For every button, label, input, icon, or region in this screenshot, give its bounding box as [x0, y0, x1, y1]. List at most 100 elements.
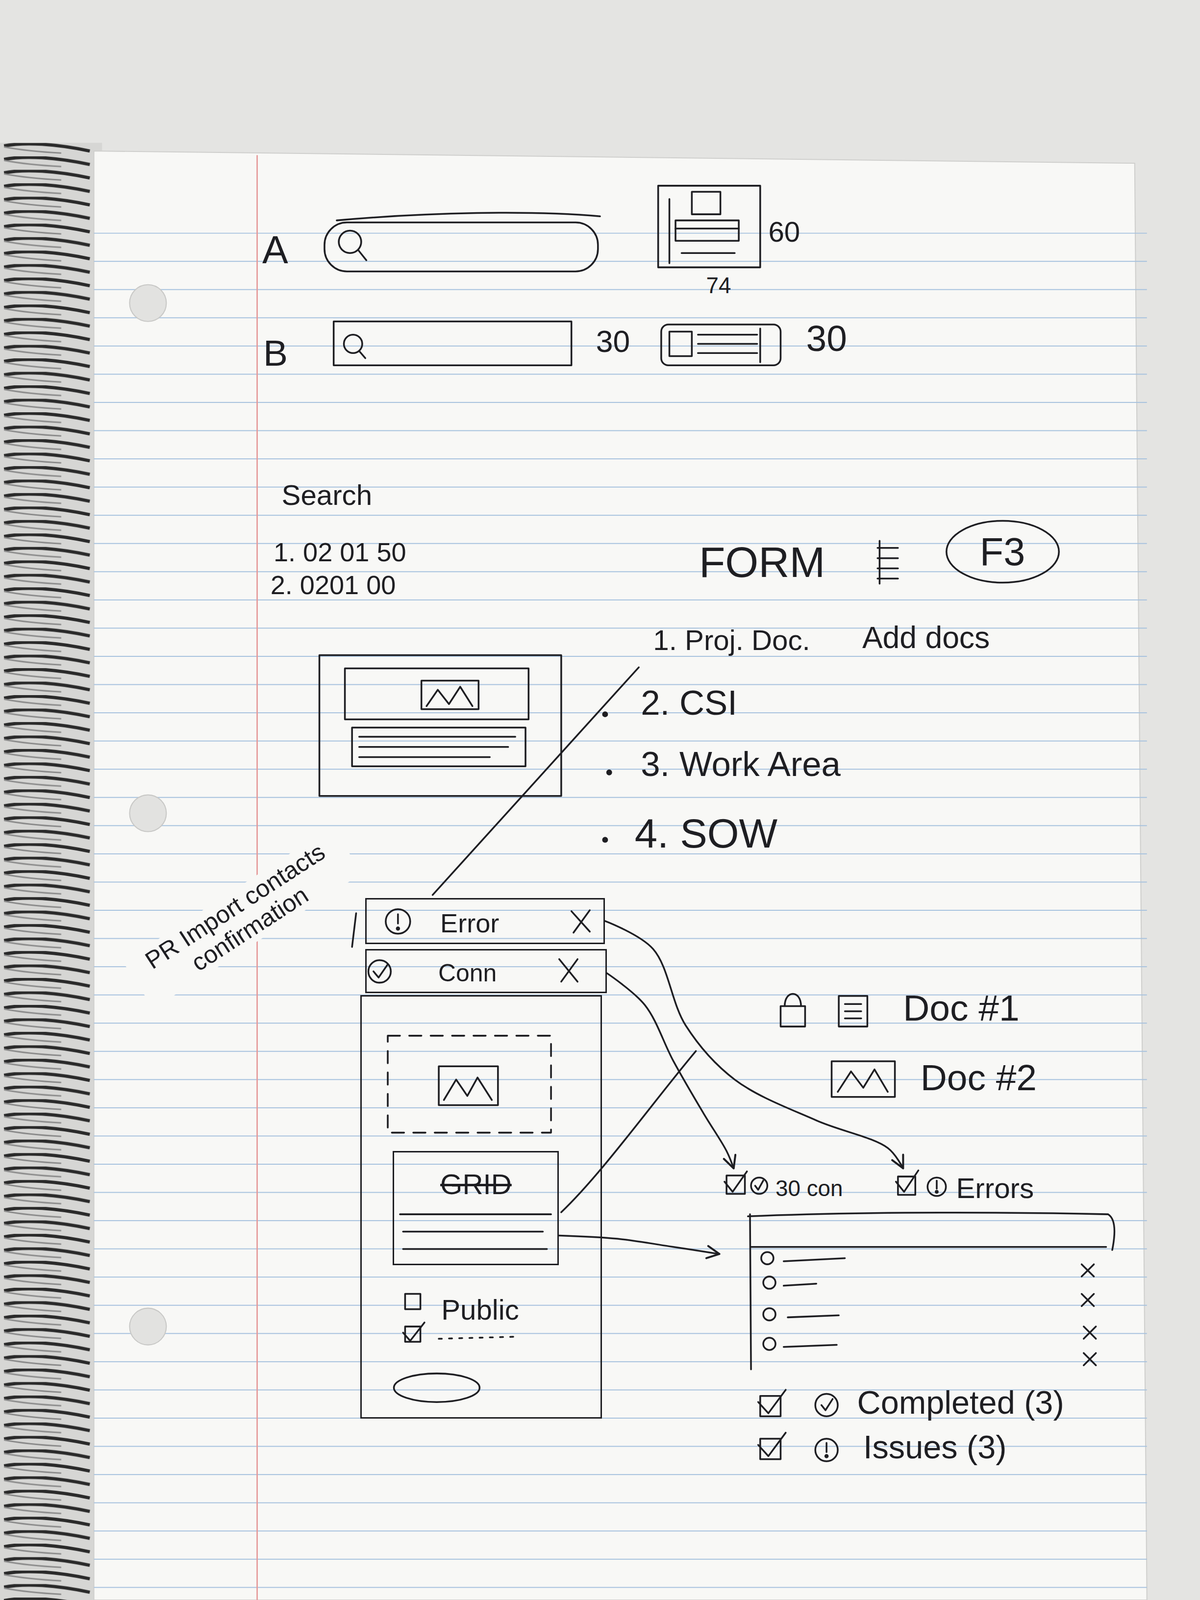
punch-hole: [129, 1308, 167, 1346]
result-list: [750, 1246, 1106, 1249]
search-bar-b: [333, 321, 572, 366]
conn-toast-icons: [373, 964, 388, 978]
image-card: [359, 756, 490, 759]
tab-icons: [935, 1180, 938, 1189]
thumbnail-icon-b: [661, 324, 781, 366]
tab-icons: [927, 1177, 946, 1196]
dimension: 74: [705, 273, 731, 299]
doc-icons: [784, 994, 801, 1007]
result-list: [783, 1345, 837, 1348]
thumbnail-icon-b: [661, 324, 781, 366]
conn-toast: Conn: [365, 949, 607, 994]
thumbnail-icon-a: [668, 199, 671, 264]
thumbnail-icon-a: [658, 185, 761, 268]
dialog-contents: [444, 1077, 493, 1100]
dialog-contents: [402, 1248, 548, 1250]
list-icon: [877, 557, 899, 560]
result-list: [787, 1315, 839, 1318]
thumbnail-icon-a: [681, 251, 735, 254]
punch-hole: [129, 284, 167, 1346]
thumbnail-icon-b: [669, 331, 693, 357]
summary-icons: [760, 1396, 781, 1417]
dialog-contents: [387, 1035, 551, 1402]
summary-icons: [825, 1442, 828, 1452]
arrow-connector: [604, 921, 903, 1169]
doc-icons: [831, 1061, 896, 1098]
rotated-note: PR Import contacts confirmation: [123, 826, 363, 1009]
grid-box-text: GRID: [440, 1168, 512, 1200]
spiral-strip: [0, 142, 102, 1600]
tab-icons: [896, 1170, 919, 1193]
error-toast: Error: [365, 898, 605, 945]
result-list: [1083, 1326, 1097, 1339]
result-list: [1081, 1294, 1095, 1307]
image-card: [319, 654, 562, 796]
error-toast-icons: [396, 927, 400, 930]
ellipse-outline: [946, 521, 1059, 583]
thumbnail-icon-a: [675, 227, 739, 230]
toast-bracket: [351, 913, 356, 948]
list-item: 2. CSI: [640, 683, 738, 723]
conn-toast-text: Conn: [438, 959, 497, 987]
thumbnail-icon-a: [675, 220, 739, 242]
image-card: [426, 686, 473, 707]
search-bar-a: [324, 212, 600, 272]
ruled-lines: [94, 232, 1148, 1600]
doc-label: Doc #2: [920, 1057, 1037, 1098]
import-dialog-text: Public: [441, 1294, 520, 1326]
circled-tag: F3: [944, 518, 1062, 586]
result-list: [763, 1276, 776, 1289]
tab-icons: [750, 1177, 768, 1194]
image-card: [359, 735, 516, 738]
search-bar-b: [359, 350, 366, 359]
tab-icons: [935, 1190, 938, 1193]
dimension: 30: [805, 318, 847, 359]
error-toast-icons: [385, 909, 411, 934]
conn-toast-icons: [559, 959, 578, 982]
doc-icons: [845, 1003, 862, 1019]
thumbnail-icon-a: [658, 185, 761, 268]
image-card: [421, 680, 479, 709]
summary-icons: [825, 1454, 828, 1458]
doc-icons: [838, 996, 868, 1027]
note-line: 2. 0201 00: [270, 570, 397, 600]
list-item: 3. Work Area: [640, 745, 841, 784]
bullet-dot: [607, 770, 612, 775]
summary-icons: [815, 1394, 838, 1417]
list-icon: [877, 547, 899, 550]
result-list: [748, 1212, 1115, 1370]
summary-icons: [758, 1389, 786, 1414]
dialog-contents: [438, 1336, 516, 1339]
result-list: [763, 1337, 776, 1350]
form-heading: FORM: [699, 538, 825, 586]
summary-icons: [821, 1399, 833, 1411]
arrow-connector: [558, 1235, 720, 1254]
conn-toast-icons: [368, 960, 391, 983]
result-panel-text: 30 con: [775, 1176, 843, 1201]
list-icon: [877, 540, 899, 584]
arrow-connector: [606, 973, 734, 1169]
variant-letter: B: [263, 332, 288, 374]
image-card: [359, 746, 509, 749]
bullet-dot: [602, 712, 612, 842]
result-panel-text: Errors: [955, 1172, 1034, 1204]
doc-icons: [780, 994, 895, 1098]
dialog-contents: [438, 1066, 499, 1105]
doc-label: Doc #1: [902, 987, 1020, 1028]
bullet-dot: [602, 712, 607, 717]
search-bar-a: [324, 222, 599, 272]
punch-hole: [129, 284, 167, 322]
summary-icons: [758, 1389, 838, 1462]
error-toast-text: Error: [440, 908, 500, 939]
result-list: [761, 1251, 774, 1265]
dialog-contents: [387, 1035, 551, 1133]
result-list: [1081, 1264, 1095, 1277]
import-dialog: Public GRID: [360, 995, 602, 1419]
doc-icons: [780, 1005, 805, 1027]
list-item: 4. SOW: [634, 811, 778, 857]
dialog-contents: [404, 1326, 421, 1342]
punch-hole: [129, 795, 167, 832]
thumbnail-icon-a: [691, 191, 721, 215]
